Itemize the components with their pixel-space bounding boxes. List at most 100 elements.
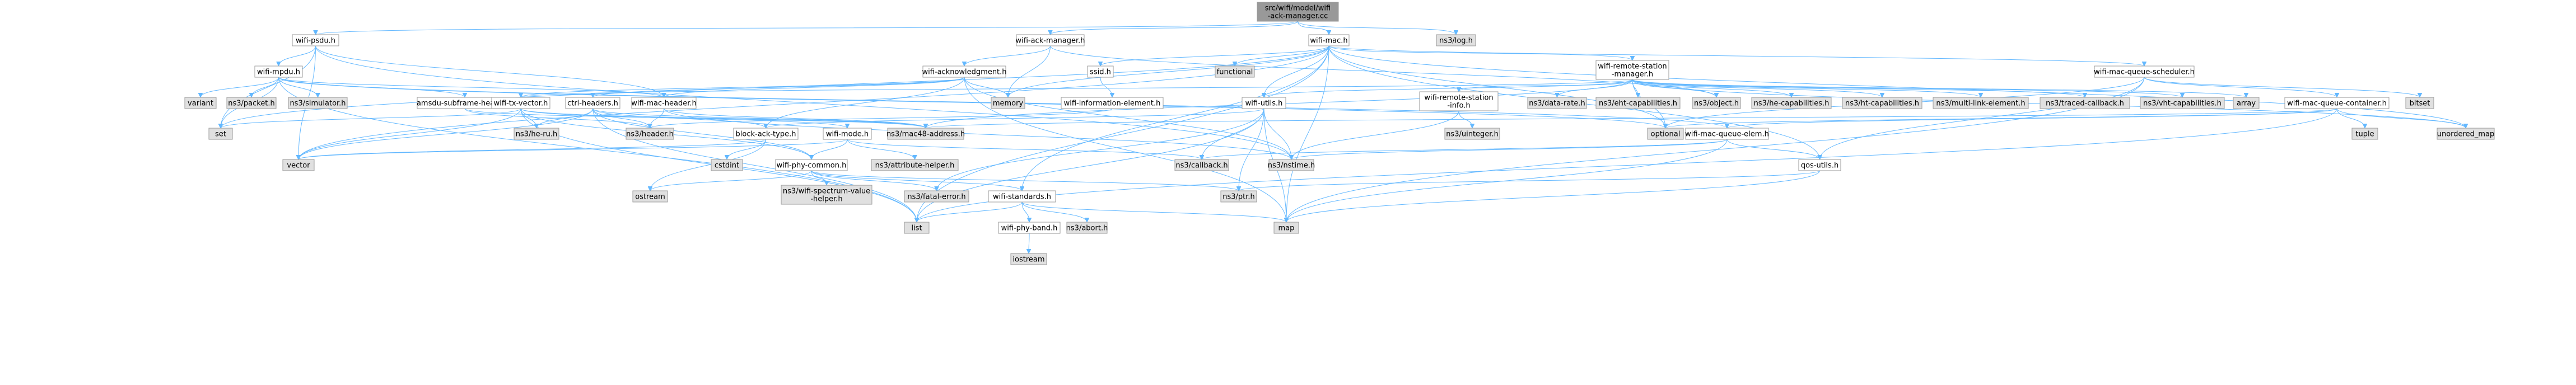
node-wifi-mac-header[interactable]: wifi-mac-header.h [631, 97, 697, 109]
edge-wifi_remote_station_manager-to-wifi_remote_station_info [1459, 79, 1633, 92]
node-wifi-tx-vector[interactable]: wifi-tx-vector.h [491, 97, 550, 109]
node-label: ns3/object.h [1694, 100, 1739, 108]
edge-wifi_remote_station_manager-to-he_capabilities [1632, 79, 1791, 98]
node-box [2437, 128, 2495, 140]
node-wifi-mode[interactable]: wifi-mode.h [823, 128, 872, 140]
node-wifi-mac-queue-scheduler[interactable]: wifi-mac-queue-scheduler.h [2094, 65, 2195, 78]
node-nstime: ns3/nstime.h [1268, 159, 1315, 171]
edge-qos_utils-to-ptr [1239, 170, 1820, 191]
edge-wifi_mac_queue_container-to-mac48_address [926, 108, 2337, 128]
node-box [1215, 65, 1255, 78]
node-label: list [911, 224, 922, 233]
node-label: wifi-mac-queue-container.h [2287, 100, 2387, 108]
node-label: wifi-mode.h [826, 130, 869, 139]
edge-wifi_acknowledgment-to-map [964, 77, 1286, 222]
node-packet: ns3/packet.h [226, 97, 277, 109]
node-label: ctrl-headers.h [567, 100, 618, 108]
node-label: ns3/he-ru.h [516, 130, 558, 139]
node-box [1257, 2, 1339, 22]
node-box [1242, 97, 1286, 109]
node-box [781, 185, 872, 205]
edge-wifi_mac_header-to-nstime [664, 108, 1292, 160]
node-label: wifi-ack-manager.h [1015, 37, 1085, 45]
node-label: wifi-phy-band.h [1001, 224, 1058, 233]
node-ptr: ns3/ptr.h [1220, 190, 1257, 203]
node-wifi-utils[interactable]: wifi-utils.h [1242, 97, 1286, 109]
node-label: wifi-tx-vector.h [494, 100, 548, 108]
node-wifi-spectrum-value-helper: ns3/wifi-spectrum-value-helper.h [781, 185, 872, 205]
edge-wifi_remote_station_manager-to-eht_capabilities [1632, 79, 1638, 97]
node-wifi-mac[interactable]: wifi-mac.h [1308, 34, 1350, 46]
node-label: ns3/data-rate.h [1529, 100, 1585, 108]
node-box [1595, 60, 1669, 80]
node-wifi-ack-manager[interactable]: wifi-ack-manager.h [1015, 34, 1085, 46]
edge-root-to-wifi_mac [1298, 21, 1329, 35]
node-box [2351, 128, 2378, 140]
edge-wifi_tx_vector-to-wifi_mode [520, 108, 847, 129]
node-wifi-phy-common[interactable]: wifi-phy-common.h [775, 159, 848, 171]
node-tuple: tuple [2351, 128, 2378, 140]
edge-ctrl_headers-to-vector [298, 108, 593, 160]
node-cstdint: cstdint [711, 159, 743, 171]
edge-wifi_phy_common-to-fatal_error [811, 170, 937, 191]
edge-wifi_mac-to-wifi_utils [1264, 45, 1329, 97]
node-wifi-information-element[interactable]: wifi-information-element.h [1061, 97, 1164, 109]
node-box [1647, 128, 1684, 140]
node-wifi-phy-band[interactable]: wifi-phy-band.h [998, 222, 1061, 234]
node-label: qos-utils.h [1801, 162, 1838, 170]
edge-wifi_mac-to-wifi_mac_queue_scheduler [1328, 45, 2144, 67]
node-wifi-acknowledgment[interactable]: wifi-acknowledgment.h [922, 65, 1007, 78]
edge-wifi_psdu-to-set [221, 45, 316, 128]
node-label: wifi-utils.h [1245, 100, 1283, 108]
node-box [282, 159, 315, 171]
edge-wifi_mac_header-to-mac48_address [664, 108, 926, 129]
node-label: amsdu-subframe-header.h [417, 100, 513, 108]
node-wifi-mpdu[interactable]: wifi-mpdu.h [254, 65, 303, 78]
node-ssid[interactable]: ssid.h [1087, 65, 1114, 78]
node-box [1016, 34, 1085, 46]
node-multi-link-element: ns3/multi-link-element.h [1933, 97, 2029, 109]
node-label: functional [1217, 68, 1253, 77]
node-variant: variant [184, 97, 217, 109]
edge-wifi_utils-to-nstime [1263, 108, 1291, 159]
node-label: optional [1651, 130, 1681, 139]
node-box [733, 128, 799, 140]
node-block-ack-type[interactable]: block-ack-type.h [733, 128, 799, 140]
node-label: -manager.h [1612, 71, 1653, 79]
edge-amsdu_subframe_header-to-header [464, 108, 650, 129]
node-optional: optional [1647, 128, 1684, 140]
edge-wifi_mac_queue_elem-to-callback [1202, 139, 1728, 160]
edge-wifi_mpdu-to-variant [200, 77, 279, 98]
node-wifi-standards[interactable]: wifi-standards.h [988, 190, 1056, 203]
node-box [1268, 159, 1314, 171]
edge-wifi_phy_common-to-wifi_spectrum_value_helper [811, 170, 827, 186]
node-box [1842, 97, 1922, 109]
node-qos-utils[interactable]: qos-utils.h [1798, 159, 1841, 171]
node-memory: memory [991, 97, 1025, 109]
node-label: ns3/simulator.h [290, 100, 346, 108]
node-label: wifi-phy-common.h [777, 162, 847, 170]
node-ctrl-headers[interactable]: ctrl-headers.h [565, 97, 620, 109]
node-box [1685, 128, 1769, 140]
node-wifi-remote-station-manager[interactable]: wifi-remote-station-manager.h [1595, 60, 1669, 80]
node-amsdu-subframe-header[interactable]: amsdu-subframe-header.h [417, 97, 513, 109]
node-box [184, 97, 217, 109]
node-he-ru: ns3/he-ru.h [514, 128, 559, 140]
node-box [631, 97, 697, 109]
node-list: list [904, 222, 930, 234]
node-wifi-mac-queue-container[interactable]: wifi-mac-queue-container.h [2284, 97, 2390, 109]
node-wifi-remote-station-info[interactable]: wifi-remote-station-info.h [1419, 91, 1499, 111]
edge-wifi_acknowledgment-to-memory [964, 77, 1008, 98]
node-fatal-error: ns3/fatal-error.h [904, 190, 969, 203]
node-object: ns3/object.h [1692, 97, 1741, 109]
node-box [2140, 97, 2225, 109]
node-label: wifi-remote-station [1424, 94, 1493, 102]
edge-wifi_phy_common-to-wifi_standards [811, 170, 1022, 191]
node-label: -info.h [1447, 102, 1470, 110]
node-callback: ns3/callback.h [1174, 159, 1229, 171]
node-ht-capabilities: ns3/ht-capabilities.h [1842, 97, 1922, 109]
node-wifi-psdu[interactable]: wifi-psdu.h [292, 34, 339, 46]
node-wifi-mac-queue-elem[interactable]: wifi-mac-queue-elem.h [1685, 128, 1769, 140]
node-label: ns3/nstime.h [1268, 162, 1315, 170]
node-label: ns3/log.h [1439, 37, 1473, 45]
